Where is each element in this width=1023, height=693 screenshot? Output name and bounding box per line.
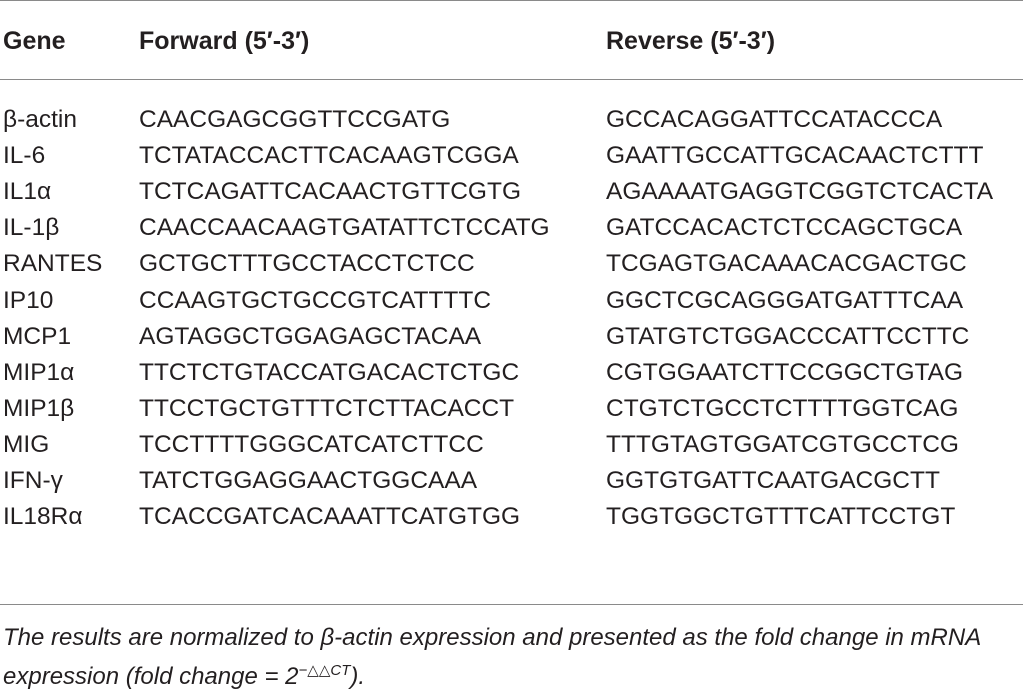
reverse-primer-cell: TGGTGGCTGTTTCATTCCTGT xyxy=(606,503,956,531)
table-row: MCP1 AGTAGGCTGGAGAGCTACAA GTATGTCTGGACCCAT… xyxy=(0,323,1023,359)
table-row: IL-1β CAACCAACAAGTGATATTCTCCATG GATCCACACT… xyxy=(0,214,1023,250)
forward-primer-cell: AGTAGGCTGGAGAGCTACAA xyxy=(139,322,482,350)
forward-primer-cell: CAACCAACAAGTGATATTCTCCATG xyxy=(139,214,550,242)
table-row: IL-6 TCTATACCACTTCACAAGTCGGA GAATTGCCATTGC… xyxy=(0,142,1023,178)
header-reverse: Reverse (5′-3′) xyxy=(606,27,776,55)
footnote-exponent: −△△CT xyxy=(298,662,351,679)
table-row: RANTES GCTGCTTTGCCTACCTCTCC TCGAGTGACAAACA… xyxy=(0,250,1023,286)
footnote: The results are normalized to β-actin ex… xyxy=(3,621,1013,693)
reverse-primer-cell: CGTGGAATCTTCCGGCTGTAG xyxy=(606,358,964,386)
forward-primer-cell: CAACGAGCGGTTCCGATG xyxy=(139,106,451,133)
reverse-primer-cell: TCGAGTGACAAACACGACTGC xyxy=(606,250,967,278)
forward-primer-cell: TATCTGGAGGAACTGGCAAA xyxy=(139,467,478,494)
gene-cell: IL-6 xyxy=(3,142,46,170)
reverse-primer-cell: CTGTCTGCCTCTTTTGGTCAG xyxy=(606,394,959,422)
table-row: IP10 CCAAGTGCTGCCGTCATTTTC GGCTCGCAGGGATGA… xyxy=(0,287,1023,323)
forward-primer-cell: TTCCTGCTGTTTCTCTTACACCT xyxy=(139,394,515,422)
gene-cell: IP10 xyxy=(3,286,54,314)
forward-primer-cell: TCCTTTTGGGCATCATCTTCC xyxy=(139,430,484,458)
forward-primer-cell: TCTCAGATTCACAACTGTTCGTG xyxy=(139,178,521,206)
gene-cell: IL1α xyxy=(3,178,52,206)
reverse-primer-cell: GGCTCGCAGGGATGATTTCAA xyxy=(606,286,964,314)
gene-cell: RANTES xyxy=(3,250,103,278)
footnote-tail: ). xyxy=(350,663,366,690)
table-row: IL1α TCTCAGATTCACAACTGTTCGTG AGAAAATGAGGTC… xyxy=(0,178,1023,214)
footnote-text: The results are normalized to β-actin ex… xyxy=(3,624,981,690)
header-rule xyxy=(0,79,1023,80)
gene-cell: MIP1β xyxy=(3,394,75,422)
forward-primer-cell: GCTGCTTTGCCTACCTCTCC xyxy=(139,250,475,278)
gene-cell: IFN-γ xyxy=(3,467,63,494)
forward-primer-cell: TCTATACCACTTCACAAGTCGGA xyxy=(139,142,519,170)
forward-primer-cell: CCAAGTGCTGCCGTCATTTTC xyxy=(139,286,492,314)
gene-cell: MIG xyxy=(3,430,50,458)
table-row: IFN-γ TATCTGGAGGAACTGGCAAA GGTGTGATTCAATGA… xyxy=(0,467,1023,503)
forward-primer-cell: TCACCGATCACAAATTCATGTGG xyxy=(139,503,521,531)
table-row: MIP1α TTCTCTGTACCATGACACTCTGC CGTGGAATCTTC… xyxy=(0,359,1023,395)
gene-cell: IL18Rα xyxy=(3,503,83,531)
table-row: MIG TCCTTTTGGGCATCATCTTCC TTTGTAGTGGATCGTG… xyxy=(0,431,1023,467)
table-row: MIP1β TTCCTGCTGTTTCTCTTACACCT CTGTCTGCCTCT… xyxy=(0,395,1023,431)
reverse-primer-cell: AGAAAATGAGGTCGGTCTCACTA xyxy=(606,178,994,206)
header-gene: Gene xyxy=(3,27,66,55)
reverse-primer-cell: GTATGTCTGGACCCATTCCTTC xyxy=(606,322,970,350)
reverse-primer-cell: GCCACAGGATTCCATACCCA xyxy=(606,106,943,133)
gene-cell: β-actin xyxy=(3,106,78,133)
table-row: IL18Rα TCACCGATCACAAATTCATGTGG TGGTGGCTGTT… xyxy=(0,503,1023,539)
forward-primer-cell: TTCTCTGTACCATGACACTCTGC xyxy=(139,358,520,386)
reverse-primer-cell: GGTGTGATTCAATGACGCTT xyxy=(606,467,940,494)
reverse-primer-cell: TTTGTAGTGGATCGTGCCTCG xyxy=(606,430,959,458)
reverse-primer-cell: GAATTGCCATTGCACAACTCTTT xyxy=(606,142,984,170)
gene-cell: MIP1α xyxy=(3,358,75,386)
gene-cell: MCP1 xyxy=(3,322,72,350)
bottom-rule xyxy=(0,604,1023,605)
header-forward: Forward (5′-3′) xyxy=(139,27,310,55)
reverse-primer-cell: GATCCACACTCTCCAGCTGCA xyxy=(606,214,963,242)
gene-cell: IL-1β xyxy=(3,214,60,242)
top-rule xyxy=(0,0,1023,1)
table-row: β-actin CAACGAGCGGTTCCGATG GCCACAGGATTCCAT… xyxy=(0,106,1023,142)
